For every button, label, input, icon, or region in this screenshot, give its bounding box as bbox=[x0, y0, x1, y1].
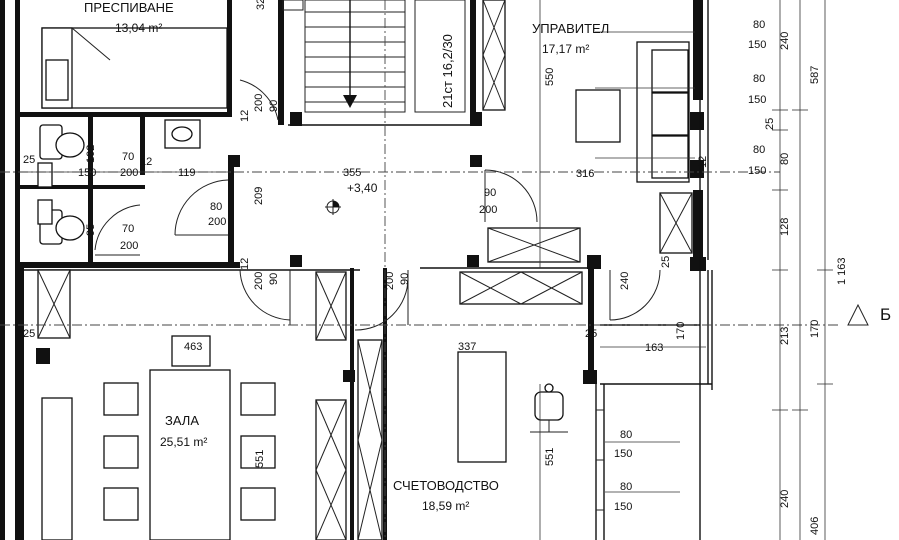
doors bbox=[94, 79, 661, 331]
dim-label: 463 bbox=[184, 341, 202, 353]
dim-label: 70 bbox=[122, 151, 134, 163]
dim-label: 200 bbox=[120, 240, 138, 252]
toilet-lower bbox=[39, 209, 85, 245]
office-chair bbox=[530, 383, 568, 433]
dim-label: 316 bbox=[576, 168, 594, 180]
section-marker-label: Б bbox=[880, 305, 891, 324]
dim-label: 119 bbox=[178, 167, 196, 179]
dim-label: 170 bbox=[809, 320, 821, 338]
room-area-manager: 17,17 m² bbox=[542, 42, 589, 56]
dim-label: 240 bbox=[779, 32, 791, 50]
dim-label: 150 bbox=[748, 165, 766, 177]
dim-label: 150 bbox=[78, 167, 96, 179]
dim-label: 1 163 bbox=[836, 257, 848, 285]
dim-label: 90 bbox=[484, 187, 496, 199]
level-target-icon bbox=[325, 199, 341, 215]
dim-label: 170 bbox=[675, 322, 687, 340]
dim-label: 200 bbox=[479, 204, 497, 216]
dim-label: 240 bbox=[779, 490, 791, 508]
dim-label: 200 bbox=[253, 94, 265, 112]
dim-label: 90 bbox=[399, 273, 411, 285]
dim-label: 32 bbox=[255, 0, 267, 10]
dim-label: 25 bbox=[23, 154, 35, 166]
dim-label: 200 bbox=[120, 167, 138, 179]
dim-label: 12 bbox=[239, 110, 251, 122]
dim-label: 240 bbox=[619, 272, 631, 290]
dim-label: 12 bbox=[140, 156, 152, 168]
dim-label: 80 bbox=[620, 429, 632, 441]
dim-label: 551 bbox=[544, 448, 556, 466]
dim-label: 80 bbox=[753, 144, 765, 156]
dimension-lines bbox=[20, 0, 833, 540]
dim-label: 90 bbox=[268, 273, 280, 285]
dim-label: 25 bbox=[660, 256, 672, 268]
conference-table bbox=[103, 335, 276, 540]
cabinets bbox=[37, 0, 693, 540]
dim-label: 70 bbox=[122, 223, 134, 235]
dim-label: 25 bbox=[764, 118, 776, 130]
dim-label: 80 bbox=[753, 73, 765, 85]
dim-label: 200 bbox=[208, 216, 226, 228]
dim-label: 80 bbox=[753, 19, 765, 31]
dim-label: 213 bbox=[779, 327, 791, 345]
dim-label: 355 bbox=[343, 167, 361, 179]
dim-label: 150 bbox=[614, 501, 632, 513]
dim-label: 102 bbox=[85, 145, 97, 163]
dim-label: 12 bbox=[697, 156, 709, 168]
room-name-bedroom: ПРЕСПИВАНЕ bbox=[84, 0, 174, 15]
room-area-hall: 25,51 m² bbox=[160, 435, 207, 449]
dim-label: 90 bbox=[268, 100, 280, 112]
dim-label: 25 bbox=[585, 328, 597, 340]
staircase bbox=[282, 0, 466, 113]
dim-label: 150 bbox=[748, 39, 766, 51]
dim-label: 128 bbox=[779, 218, 791, 236]
coffee-table bbox=[575, 89, 621, 143]
stair-spec: 21ст 16,2/30 bbox=[440, 34, 455, 108]
dim-label: 587 bbox=[809, 66, 821, 84]
dim-label: 150 bbox=[748, 94, 766, 106]
room-area-bedroom: 13,04 m² bbox=[115, 21, 162, 35]
dim-label: 12 bbox=[239, 258, 251, 270]
dim-label: 550 bbox=[544, 68, 556, 86]
dim-label: 337 bbox=[458, 341, 476, 353]
dim-label: 209 bbox=[253, 187, 265, 205]
room-name-accounting: СЧЕТОВОДСТВО bbox=[393, 478, 499, 493]
dim-label: 150 bbox=[614, 448, 632, 460]
dim-label: 80 bbox=[779, 153, 791, 165]
dim-label: 200 bbox=[253, 272, 265, 290]
room-name-manager: УПРАВИТЕЛ bbox=[532, 21, 609, 36]
section-marker-triangle bbox=[847, 303, 869, 326]
sofa bbox=[636, 41, 690, 183]
dim-label: 200 bbox=[384, 272, 396, 290]
sink bbox=[164, 119, 201, 149]
dim-label: 551 bbox=[254, 450, 266, 468]
dim-label: 406 bbox=[809, 517, 821, 535]
dim-label: 80 bbox=[210, 201, 222, 213]
dim-label: 25 bbox=[23, 328, 35, 340]
bed bbox=[41, 27, 228, 109]
room-name-hall: ЗАЛА bbox=[165, 413, 199, 428]
dim-label: 80 bbox=[620, 481, 632, 493]
level-mark: +3,40 bbox=[347, 181, 378, 195]
wash-basin-lower bbox=[37, 199, 53, 225]
room-area-accounting: 18,59 m² bbox=[422, 499, 469, 513]
office-desk bbox=[457, 351, 507, 463]
wash-basin-upper bbox=[37, 162, 53, 188]
dim-label: 12 bbox=[470, 158, 482, 170]
toilet-upper bbox=[39, 124, 85, 160]
dim-label: 163 bbox=[645, 342, 663, 354]
dim-label: 95 bbox=[85, 224, 97, 236]
dimension-labels: 80 150 80 150 80 150 80 150 80 150 240 5… bbox=[23, 0, 848, 535]
